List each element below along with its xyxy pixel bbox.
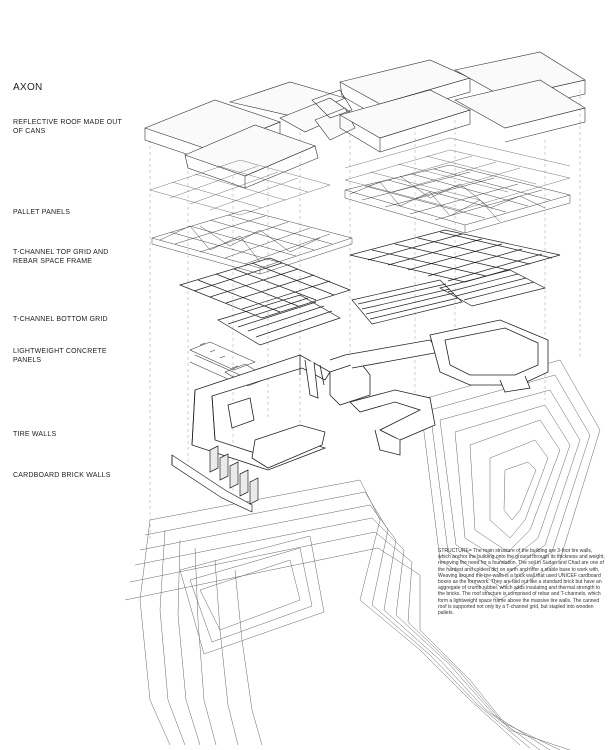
label-t-channel-bottom-grid: T-CHANNEL BOTTOM GRID xyxy=(13,316,108,323)
terrain-contours xyxy=(124,359,601,750)
bottom-grid-layer xyxy=(178,229,561,346)
top-grid-layer xyxy=(151,164,571,275)
structure-note: STRUCTURE= The main structure of the bui… xyxy=(438,548,605,617)
label-t-channel-top-grid: T-CHANNEL TOP GRID AND REBAR SPACE FRAME xyxy=(13,249,109,265)
label-tire-walls: TIRE WALLS xyxy=(13,431,57,438)
label-concrete-panels: LIGHTWEIGHT CONCRETE PANELS xyxy=(13,348,107,364)
label-cardboard-brick-walls: CARDBOARD BRICK WALLS xyxy=(13,472,111,479)
pallet-layer xyxy=(149,137,571,216)
roof-layer xyxy=(144,51,586,189)
page-title: AXON xyxy=(13,82,43,93)
label-pallet-panels: PALLET PANELS xyxy=(13,209,71,216)
tire-walls xyxy=(191,319,549,471)
cardboard-walls xyxy=(171,445,259,513)
label-reflective-roof: REFLECTIVE ROOF MADE OUT OF CANS xyxy=(13,119,122,135)
